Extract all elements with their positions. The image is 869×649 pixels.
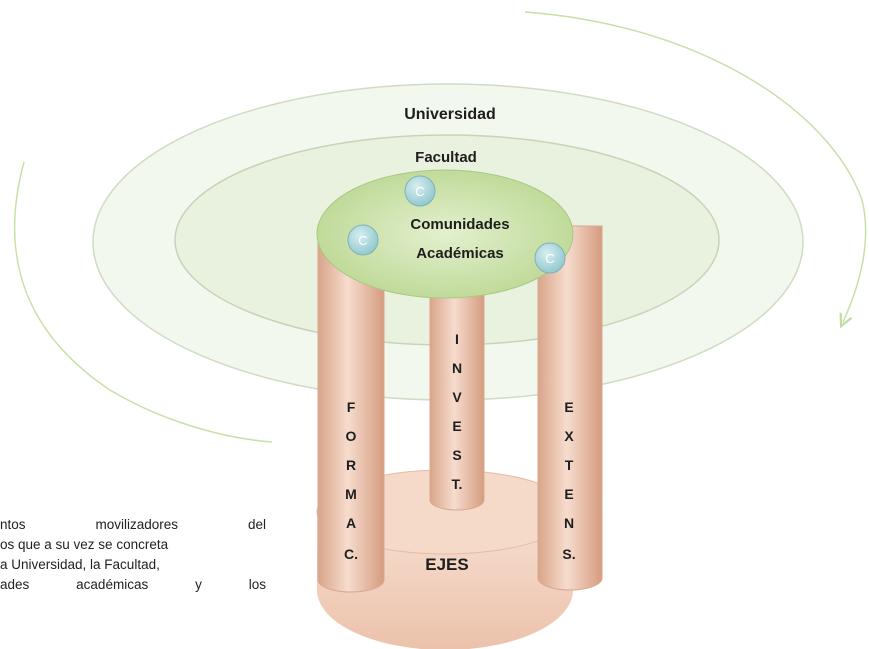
pillar-extension	[537, 225, 603, 591]
community-bubble: C	[534, 242, 566, 274]
pillar-extension-letter: E	[564, 486, 573, 502]
body-text-line: ades académicas y los	[0, 577, 266, 592]
pillar-investigacion	[429, 249, 485, 511]
axes-label: EJES	[425, 555, 468, 574]
pillar-formacion	[317, 225, 385, 593]
pillar-investigacion-letter: N	[452, 360, 462, 376]
communities-label-line2: Académicas	[416, 245, 504, 262]
pillar-formacion-letter: M	[345, 486, 357, 502]
pillar-formacion-letter: F	[347, 399, 356, 415]
body-text-line: os que a su vez se concreta	[0, 537, 169, 552]
community-bubble: C	[404, 175, 436, 207]
pillar-formacion-letter: O	[346, 428, 357, 444]
pillar-extension-letter: X	[564, 428, 574, 444]
faculty-label: Facultad	[415, 149, 477, 166]
pillar-formacion-letter: R	[346, 457, 356, 473]
pillar-extension-letter: N	[564, 515, 574, 531]
pillar-extension-letter: T	[565, 457, 574, 473]
cycle-arrow-left	[13, 161, 273, 443]
body-text-line: a Universidad, la Facultad,	[0, 557, 160, 572]
community-bubble-letter: C	[545, 251, 554, 266]
pillar-extension-letter: E	[564, 399, 573, 415]
pillar-investigacion-letter: T.	[452, 476, 463, 492]
university-label: Universidad	[404, 106, 496, 123]
body-text-line: ntos movilizadores del	[0, 517, 266, 532]
cycle-arrow-right	[524, 11, 867, 322]
community-bubble-letter: C	[415, 184, 424, 199]
pillar-extension-letter: S.	[562, 546, 575, 562]
pillar-investigacion-letter: E	[452, 418, 461, 434]
body-paragraph: ntos movilizadores del os que a su vez s…	[0, 515, 266, 595]
pillar-investigacion-letter: S	[452, 447, 461, 463]
pillar-investigacion-letter: I	[455, 331, 459, 347]
pillar-formacion-letter: A	[346, 515, 356, 531]
pillar-formacion-letter: C.	[344, 546, 358, 562]
community-bubble-letter: C	[358, 233, 367, 248]
community-bubble: C	[347, 224, 379, 256]
academic-communities-disc	[316, 169, 574, 299]
communities-label-line1: Comunidades	[410, 216, 509, 233]
pillar-investigacion-letter: V	[452, 389, 462, 405]
